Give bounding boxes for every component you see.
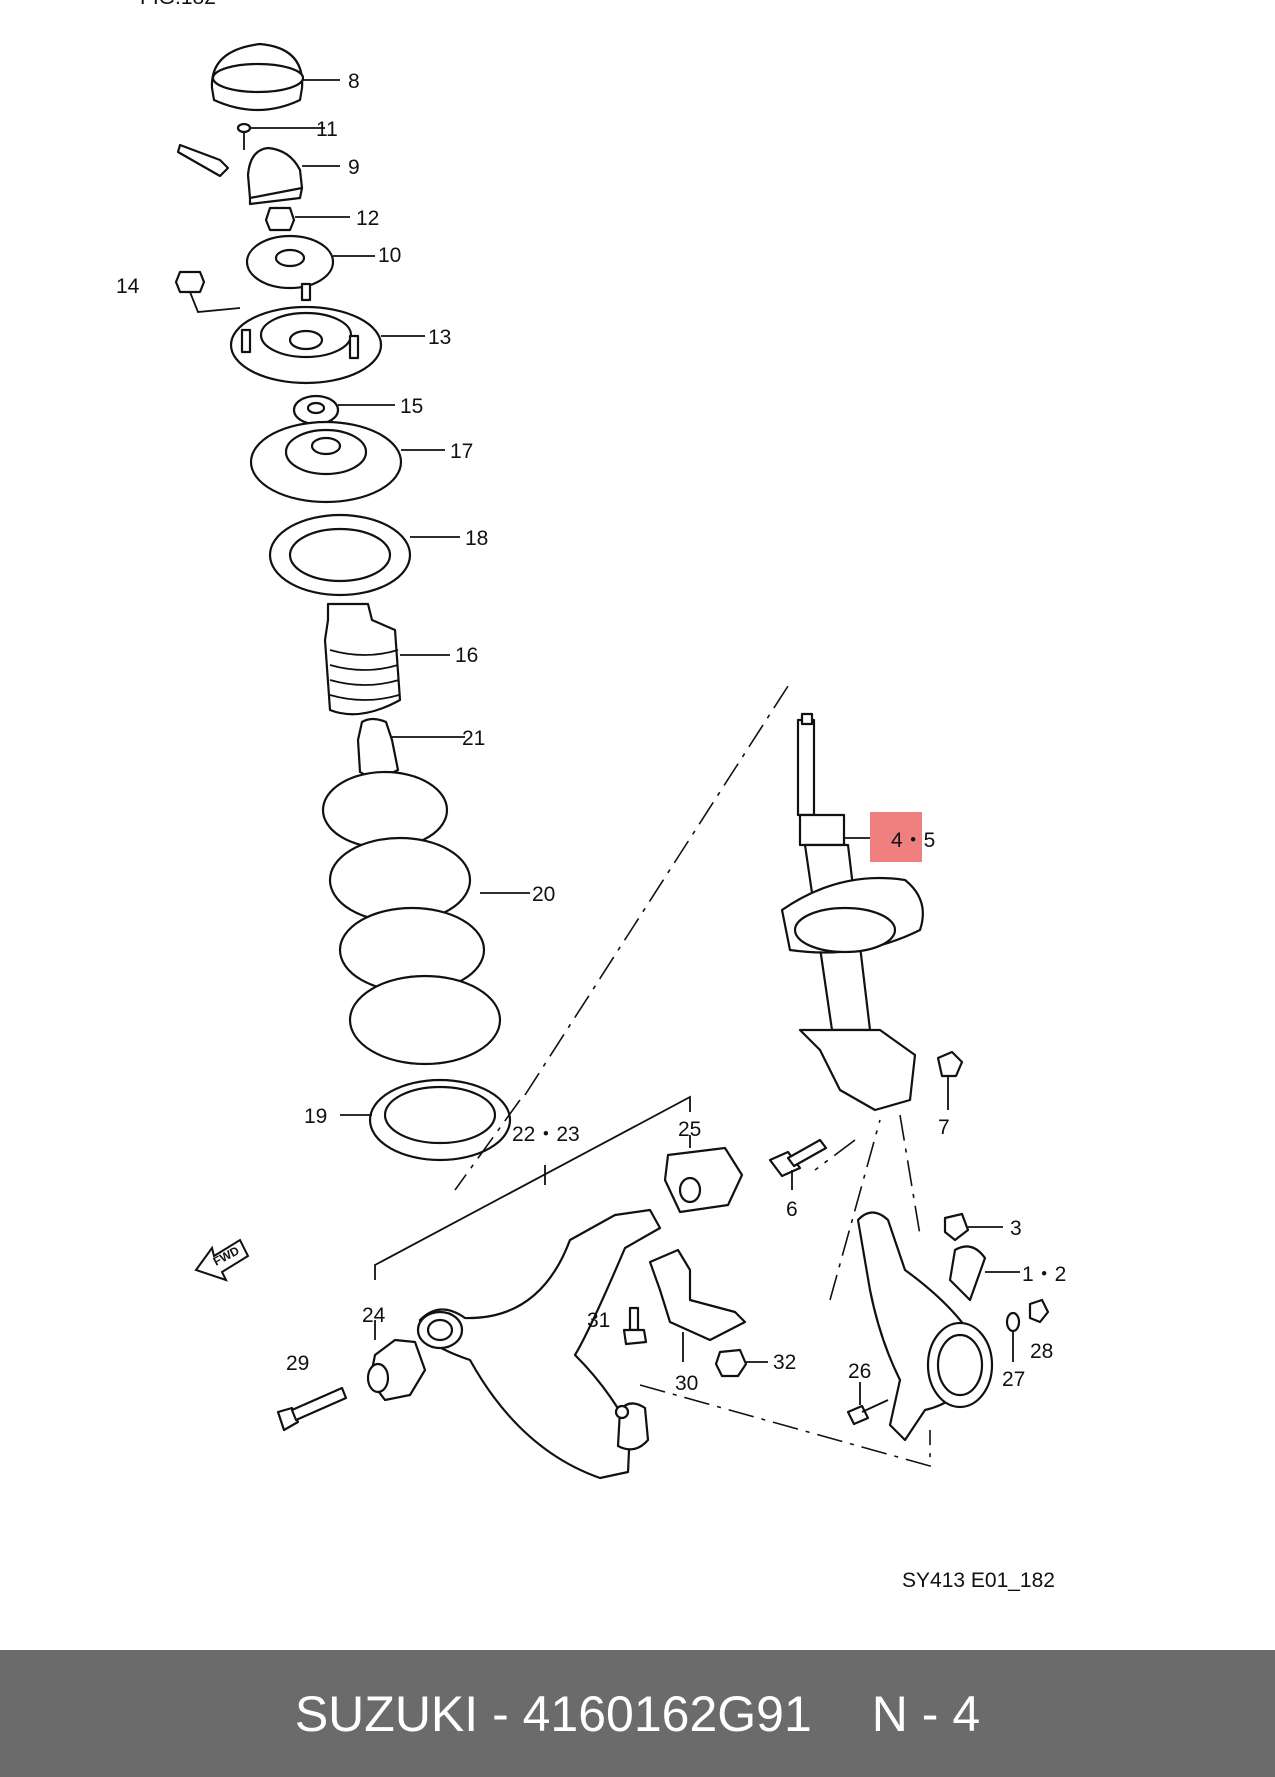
callout-7: 7 <box>938 1116 950 1139</box>
callout-8: 8 <box>348 70 360 93</box>
fwd-arrow-icon: FWD <box>194 1238 250 1282</box>
callout-11: 11 <box>316 118 338 141</box>
callout-27: 27 <box>1002 1368 1025 1391</box>
part-27-washer <box>1005 1311 1021 1362</box>
part-9-mount <box>176 143 340 206</box>
callout-6: 6 <box>786 1198 798 1221</box>
callout-30: 30 <box>675 1372 698 1395</box>
part-24-bushing <box>366 1320 427 1402</box>
part-30-bracket <box>648 1248 747 1362</box>
callout-16: 16 <box>455 644 478 667</box>
callout-10: 10 <box>378 244 401 267</box>
part-19-lower-insulator <box>340 1078 512 1162</box>
part-22-23-lower-arm <box>416 1208 662 1480</box>
part-8-cap <box>210 42 340 112</box>
brand-name: SUZUKI <box>294 1685 479 1742</box>
callout-19: 19 <box>304 1105 327 1128</box>
callout-14: 14 <box>116 275 140 298</box>
callout-32: 32 <box>773 1351 796 1374</box>
part-17-upper-seat <box>249 420 445 504</box>
part-12-nut <box>264 206 350 232</box>
part-11-screw <box>236 122 325 150</box>
callout-12: 12 <box>356 207 379 230</box>
callout-24: 24 <box>362 1304 386 1327</box>
callout-26: 26 <box>848 1360 871 1383</box>
callout-1-2: 1・2 <box>1022 1263 1066 1286</box>
part-31-bolt <box>622 1306 648 1346</box>
callout-9: 9 <box>348 156 360 179</box>
part-26-bolt <box>846 1382 889 1426</box>
callout-18: 18 <box>465 527 488 550</box>
part-1-2-knuckle <box>856 1211 1020 1442</box>
callout-20: 20 <box>532 883 555 906</box>
position-code: N - 4 <box>871 1685 981 1742</box>
part-15-bushing <box>292 394 395 426</box>
highlight-box <box>870 812 922 862</box>
callout-3: 3 <box>1010 1217 1022 1240</box>
part-number: 4160162G91 <box>522 1685 812 1742</box>
diagram-code: SY413 E01_182 <box>902 1569 1055 1592</box>
callout-22-23: 22・23 <box>512 1123 580 1146</box>
part-28-nut <box>1028 1298 1050 1324</box>
part-14-nut <box>174 270 241 313</box>
callout-13: 13 <box>428 326 451 349</box>
part-7-nut <box>936 1050 964 1110</box>
part-32-nut <box>714 1348 768 1378</box>
callout-17: 17 <box>450 440 473 463</box>
callout-labels: 8 11 9 12 10 14 13 15 17 18 16 21 20 19 … <box>116 70 1066 1395</box>
part-6-bolt <box>768 1138 828 1190</box>
part-10-plate <box>245 234 375 290</box>
part-25-bushing <box>663 1135 744 1214</box>
part-20-coil-spring <box>321 770 530 1066</box>
part-3-nut <box>943 1212 1003 1242</box>
part-13-strut-mount <box>229 282 425 385</box>
callout-29: 29 <box>286 1352 309 1375</box>
footer-bar: SUZUKI - 4160162G91 N - 4 <box>0 1650 1275 1777</box>
part-18-insulator <box>268 513 460 597</box>
figure-label: FIG.182 <box>140 0 216 9</box>
part-29-bolt <box>276 1386 348 1432</box>
callout-28: 28 <box>1030 1340 1053 1363</box>
callout-21: 21 <box>462 727 485 750</box>
part-4-5-strut <box>780 712 924 1112</box>
exploded-parts-diagram: FIG.182 <box>116 0 1066 1592</box>
callout-25: 25 <box>678 1118 701 1141</box>
callout-4-5: 4・5 <box>891 829 935 852</box>
part-16-dust-boot <box>323 602 450 716</box>
callout-31: 31 <box>587 1309 610 1332</box>
part-21-bump-stop <box>356 717 465 778</box>
callout-15: 15 <box>400 395 423 418</box>
